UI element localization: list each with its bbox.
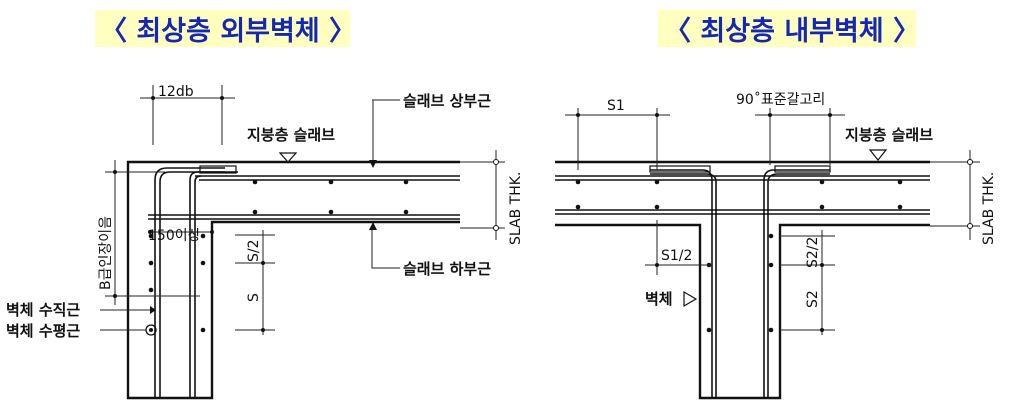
left-label-b-anchor: B급인장이음 xyxy=(98,216,114,290)
left-label-slab-thk: SLAB THK. xyxy=(508,172,524,245)
right-label-s2: S2 xyxy=(805,290,821,308)
left-wall-inner-bar-1 xyxy=(189,171,238,398)
title-right-highlight xyxy=(658,10,916,47)
left-leader-bottom-bar xyxy=(371,230,400,269)
left-label-bottom-bar: 슬래브 하부근 xyxy=(403,260,491,278)
left-wall-outer-bar-2 xyxy=(159,171,225,398)
left-label-top-bar: 슬래브 상부근 xyxy=(403,92,491,110)
right-hook-plate-right xyxy=(774,165,831,173)
right-label-wall: 벽체 xyxy=(645,290,673,308)
right-label-s1-2: S1/2 xyxy=(661,248,692,264)
left-wall-outer-bar-1 xyxy=(154,167,225,398)
left-hook-plate xyxy=(199,165,237,174)
left-label-s2: S/2 xyxy=(246,239,262,262)
right-label-hook: 90˚표준갈고리 xyxy=(736,91,825,108)
right-wall-outline xyxy=(555,223,930,400)
right-dim-s2-lines xyxy=(780,230,835,335)
left-label-roof-slab: 지붕층 슬래브 xyxy=(247,126,335,144)
right-wall-marker xyxy=(683,290,698,308)
right-wall-bar-right-1 xyxy=(763,169,830,398)
right-wall-bar-right-2 xyxy=(767,173,830,398)
right-label-s1: S1 xyxy=(607,98,625,114)
right-wall-bar-left-2 xyxy=(650,173,717,398)
left-dim-12db-lines xyxy=(140,85,235,145)
title-left: 〈 최상층 외부벽체 〉 xyxy=(100,16,356,47)
title-left-highlight xyxy=(95,10,350,47)
left-label-12db: 12db xyxy=(158,84,194,100)
left-label-vertical-bar: 벽체 수직근 xyxy=(6,301,80,319)
left-label-150: 150이상 xyxy=(148,228,201,244)
right-wall-bar-left-1 xyxy=(650,169,713,398)
right-dim-s1-lines xyxy=(565,108,670,170)
right-label-slab-thk: SLAB THK. xyxy=(981,172,997,245)
left-dim-s-lines xyxy=(235,230,275,335)
left-wall-inner-bar-2 xyxy=(194,175,202,398)
title-right: 〈 최상층 내부벽체 〉 xyxy=(664,16,920,47)
right-diagram xyxy=(555,108,980,400)
left-label-s: S xyxy=(246,293,262,302)
left-roof-slab-marker xyxy=(278,152,298,163)
right-label-s2-2: S2/2 xyxy=(805,237,821,268)
left-label-horizontal-bar: 벽체 수평근 xyxy=(6,322,80,340)
left-leader-top-bar xyxy=(372,99,400,160)
left-concrete-outline xyxy=(126,160,460,400)
right-roof-slab-marker xyxy=(868,149,888,161)
left-diagram xyxy=(100,85,505,400)
right-dim-hook-lines xyxy=(755,108,845,165)
right-hook-plate-left xyxy=(649,165,711,173)
right-label-roof-slab: 지붕층 슬래브 xyxy=(845,126,933,144)
